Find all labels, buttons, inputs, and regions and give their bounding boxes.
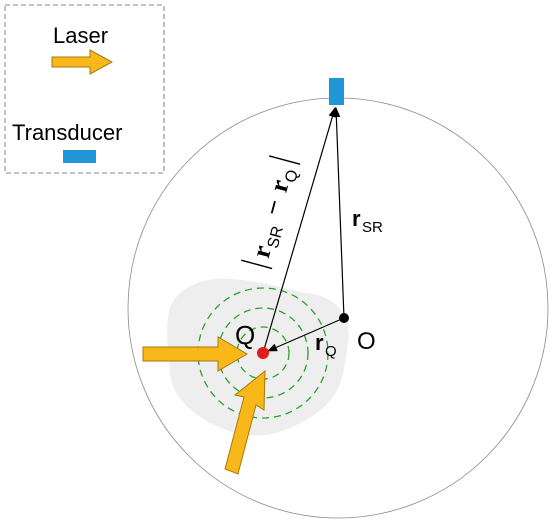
vector-r-sr — [332, 107, 345, 319]
diff-minus: − — [257, 196, 290, 218]
diff-r1-sub: SR — [265, 224, 287, 250]
origin-point — [339, 313, 349, 323]
transducer-top — [329, 78, 344, 105]
legend-box — [4, 4, 165, 174]
laser-arrow-horizontal — [142, 336, 248, 372]
vector-r-sr-minus-r-q — [262, 107, 337, 354]
label-q: Q — [235, 320, 255, 350]
vector-r-q — [267, 317, 345, 352]
source-point-q — [257, 347, 269, 359]
legend-laser-label: Laser — [53, 23, 108, 48]
label-r-q-main: r — [315, 330, 324, 355]
diff-r2-sub: Q — [282, 168, 302, 184]
label-r-q: r Q — [315, 330, 337, 360]
label-r-sr: r SR — [352, 206, 383, 236]
label-distance-magnitude: r SR − r Q — [241, 155, 302, 270]
label-r-q-sub: Q — [325, 343, 337, 360]
legend-transducer-label: Transducer — [12, 120, 122, 145]
laser-arrow-diagonal — [224, 369, 266, 475]
laser-arrow-icon — [51, 49, 114, 75]
label-r-sr-main: r — [352, 206, 361, 231]
transducer-rect-icon — [63, 150, 96, 163]
tissue-region — [167, 278, 349, 436]
label-r-sr-sub: SR — [362, 219, 383, 236]
label-origin: O — [357, 328, 376, 355]
